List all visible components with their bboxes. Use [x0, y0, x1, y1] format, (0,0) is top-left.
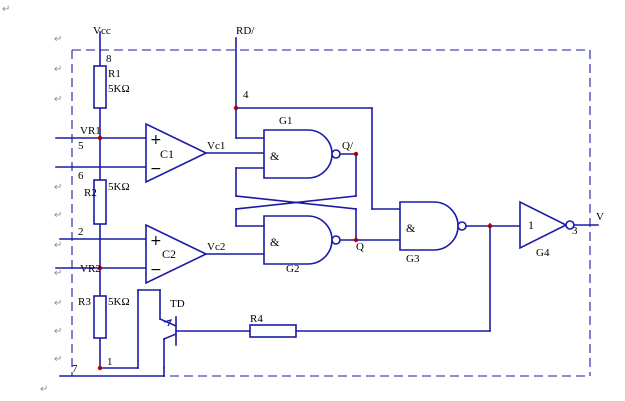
paragraph-mark-icon: ↵: [54, 34, 62, 45]
comparator-c1: + − C1: [145, 122, 208, 184]
q-bar-label: Q/: [342, 140, 354, 152]
reset-line: [235, 37, 401, 210]
paragraph-mark-icon: ↵: [54, 94, 62, 105]
paragraph-mark-icon: ↵: [54, 268, 62, 279]
rd-label: RD/: [236, 25, 255, 37]
paragraph-mark-icon: ↵: [2, 4, 10, 15]
g3-label: G3: [406, 253, 420, 265]
latch-cross-coupling: [235, 153, 401, 241]
node-q: [353, 237, 359, 243]
node-q-bar: [353, 151, 359, 157]
vr1-label: VR1: [80, 125, 101, 137]
c2-plus-sign: +: [150, 233, 162, 249]
c1-plus-sign: +: [150, 132, 162, 148]
resistor-r2: [93, 179, 107, 225]
pin-4-label: 4: [243, 89, 249, 101]
r3-value: 5KΩ: [108, 296, 130, 308]
resistor-r4: [249, 324, 297, 338]
resistor-r3: [93, 295, 107, 339]
paragraph-mark-icon: ↵: [54, 210, 62, 221]
paragraph-mark-icon: ↵: [40, 384, 48, 395]
g1-output-bubble: [331, 149, 341, 159]
node-discharge: [487, 223, 493, 229]
paragraph-mark-icon: ↵: [54, 326, 62, 337]
pin-7-label: 7: [72, 363, 78, 375]
r2-value: 5KΩ: [108, 181, 130, 193]
r1-value: 5KΩ: [108, 83, 130, 95]
g4-buffer-symbol: 1: [528, 218, 534, 232]
g2-and-symbol: &: [270, 235, 280, 249]
g2-output-bubble: [331, 235, 341, 245]
vc1-label: Vc1: [207, 140, 225, 152]
vcc-label: Vcc: [93, 25, 111, 37]
node-vr1: [97, 135, 103, 141]
vc2-label: Vc2: [207, 241, 225, 253]
paragraph-marks: ↵ ↵ ↵ ↵ ↵ ↵ ↵ ↵ ↵ ↵ ↵ ↵: [2, 4, 62, 395]
resistor-r1: [93, 65, 107, 109]
node-gnd: [97, 365, 103, 371]
pin-5-label: 5: [78, 140, 84, 152]
g3-output-bubble: [457, 221, 467, 231]
r4-label: R4: [250, 313, 263, 325]
pin-6-label: 6: [78, 170, 84, 182]
c1-label: C1: [160, 147, 174, 161]
c1-minus-sign: −: [150, 161, 162, 177]
r2-label: R2: [84, 187, 97, 199]
g3-and-symbol: &: [406, 221, 416, 235]
vr2-label: VR2: [80, 263, 101, 275]
pin-3-label: 3: [572, 225, 578, 237]
c2-label: C2: [162, 247, 176, 261]
g1-and-symbol: &: [270, 149, 280, 163]
paragraph-mark-icon: ↵: [54, 298, 62, 309]
pin-2-label: 2: [78, 226, 84, 238]
r1-label: R1: [108, 68, 121, 80]
chip-boundary: [71, 49, 591, 377]
paragraph-mark-icon: ↵: [54, 64, 62, 75]
divider-chain: [99, 31, 161, 369]
paragraph-mark-icon: ↵: [54, 240, 62, 251]
node-reset: [233, 105, 239, 111]
comparator-c2: + − C2: [145, 223, 208, 285]
inverter-g4: [519, 200, 568, 250]
r3-label: R3: [78, 296, 91, 308]
g2-label: G2: [286, 263, 299, 275]
junction-nodes: [97, 105, 493, 371]
g1-label: G1: [279, 115, 292, 127]
transistor-td: [158, 223, 491, 369]
output-label: V: [596, 211, 604, 223]
c2-minus-sign: −: [150, 262, 162, 278]
node-vr2: [97, 265, 103, 271]
pin-8-label: 8: [106, 53, 112, 65]
paragraph-mark-icon: ↵: [54, 182, 62, 193]
q-label: Q: [356, 241, 364, 253]
g4-label: G4: [536, 247, 550, 259]
pin-1-label: 1: [107, 356, 113, 368]
paragraph-mark-icon: ↵: [54, 354, 62, 365]
td-label: TD: [170, 298, 185, 310]
